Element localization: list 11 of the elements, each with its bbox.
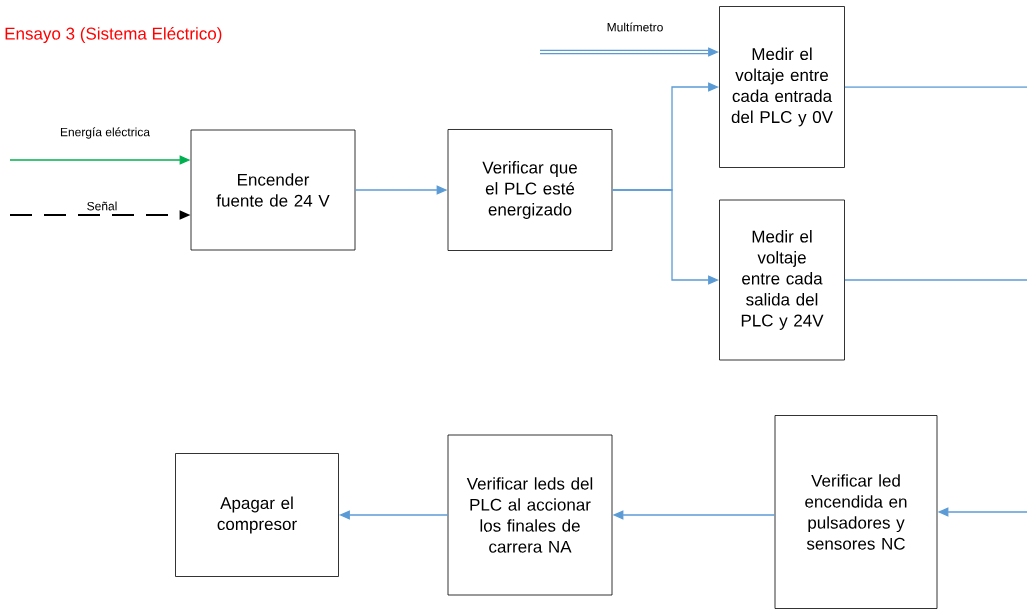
- edge-label: Señal: [85, 200, 119, 212]
- process-box: Medir el voltaje entre cada salida del PLC y 24V: [719, 199, 845, 361]
- process-box: Verificar leds del PLC al accionar los finales de carrera NA: [447, 434, 613, 596]
- edge-label: Energía eléctrica: [59, 126, 152, 140]
- process-box: Encender fuente de 24 V: [190, 129, 356, 251]
- edge-label: Multímetro: [605, 21, 665, 33]
- title: Ensayo 3 (Sistema Eléctrico): [5, 27, 222, 43]
- process-box: Apagar el compresor: [175, 453, 339, 577]
- process-box: Medir el voltaje entre cada entrada del PLC y 0V: [719, 6, 845, 168]
- process-box: Verificar que el PLC esté energizado: [447, 129, 613, 251]
- process-box: Verificar led encendida en pulsadores y sensores NC: [774, 415, 938, 609]
